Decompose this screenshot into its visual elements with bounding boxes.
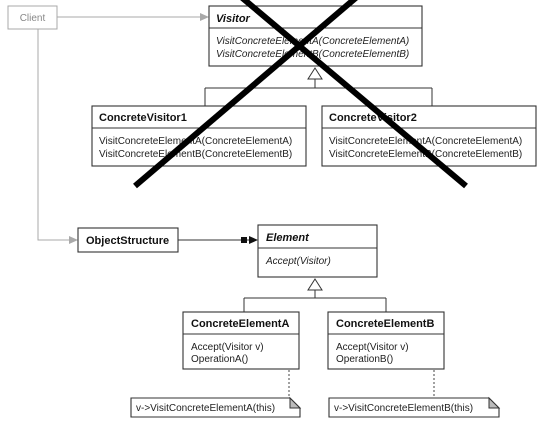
visitor-inheritance-triangle	[307, 67, 323, 80]
concrete-visitor-1-operation-a: VisitConcreteElementA(ConcreteElementA)	[99, 136, 292, 147]
object-structure-title: ObjectStructure	[86, 235, 169, 247]
client-label: Client	[20, 13, 46, 24]
concrete-element-a-class: ConcreteElementA Accept(Visitor v) Opera…	[182, 311, 300, 370]
note-b: v->VisitConcreteElementB(this)	[328, 396, 501, 418]
visitor-operation-a: VisitConcreteElementA(ConcreteElementA)	[216, 36, 409, 47]
concrete-element-a-operation-a: OperationA()	[191, 354, 248, 365]
concrete-visitor-1-operation-b: VisitConcreteElementB(ConcreteElementB)	[99, 149, 292, 160]
cross-out-mark	[133, 0, 468, 189]
note-b-text: v->VisitConcreteElementB(this)	[334, 403, 473, 414]
concrete-visitor-2-operation-a: VisitConcreteElementA(ConcreteElementA)	[329, 136, 522, 147]
client-visitor-arrowhead	[200, 13, 209, 21]
note-a-fold	[289, 396, 302, 409]
concrete-element-a-operation-accept: Accept(Visitor v)	[191, 342, 264, 353]
concrete-element-b-operation-accept: Accept(Visitor v)	[336, 342, 409, 353]
concrete-element-b-title: ConcreteElementB	[336, 318, 434, 330]
concrete-visitor-1-class: ConcreteVisitor1 VisitConcreteElementA(C…	[91, 105, 307, 167]
client-box: Client	[7, 5, 58, 30]
concrete-element-b-operation-b: OperationB()	[336, 354, 393, 365]
concrete-element-b-class: ConcreteElementB Accept(Visitor v) Opera…	[327, 311, 445, 370]
concrete-element-a-title: ConcreteElementA	[191, 318, 289, 330]
concrete-visitor-2-title: ConcreteVisitor2	[329, 112, 417, 124]
concrete-visitor-1-title: ConcreteVisitor1	[99, 112, 187, 124]
visitor-title: Visitor	[216, 13, 251, 25]
element-class: Element Accept(Visitor)	[257, 224, 378, 278]
client-objectstructure-association	[37, 29, 70, 241]
element-operation: Accept(Visitor)	[265, 256, 331, 267]
note-a: v->VisitConcreteElementA(this)	[130, 396, 302, 418]
note-b-fold	[488, 396, 501, 409]
object-structure-class: ObjectStructure	[77, 227, 179, 253]
client-objectstructure-arrowhead	[69, 236, 78, 244]
element-inheritance-triangle	[307, 278, 323, 291]
cross-stroke-forward	[133, 0, 358, 189]
aggregation-diamond	[241, 237, 247, 243]
cross-stroke-back	[240, 0, 468, 189]
note-a-text: v->VisitConcreteElementA(this)	[136, 403, 275, 414]
element-title: Element	[266, 232, 310, 244]
aggregation-arrowhead	[249, 236, 258, 244]
